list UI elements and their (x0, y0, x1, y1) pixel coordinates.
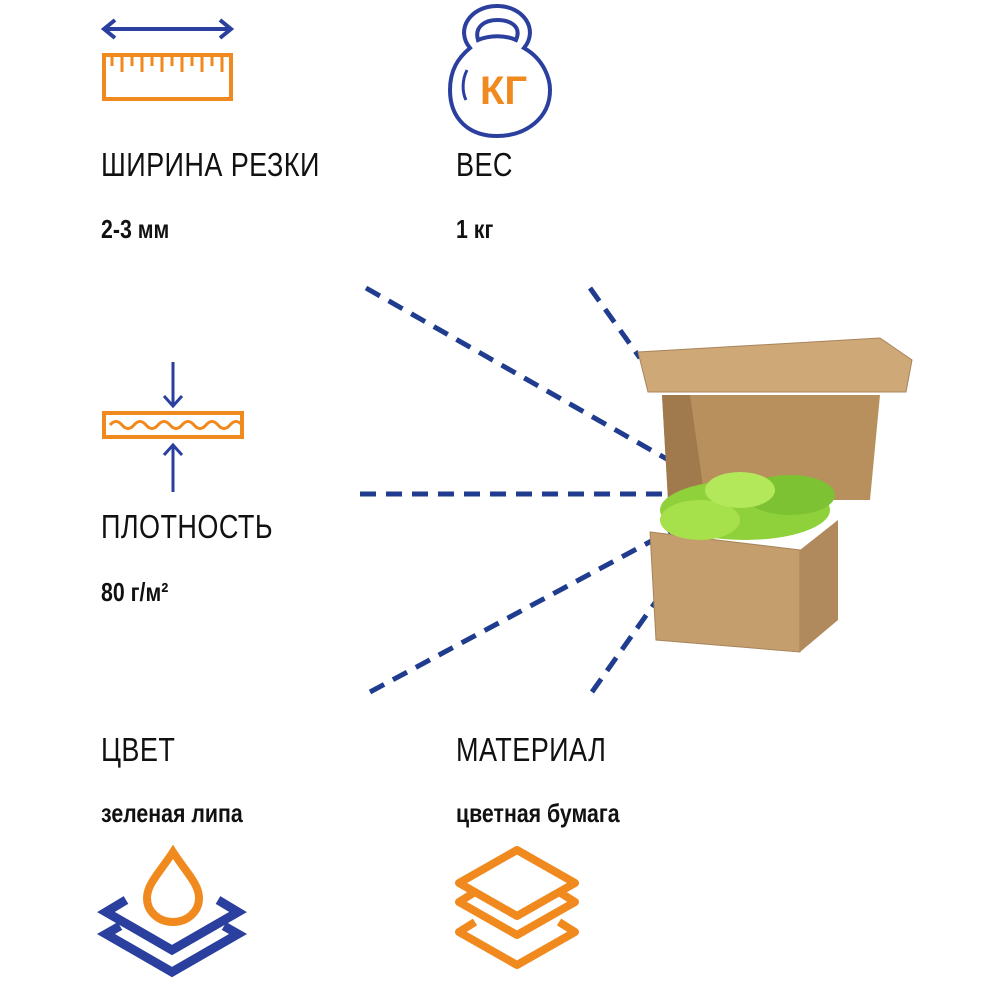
feature-title-color: ЦВЕТ (101, 731, 176, 768)
feature-title-material: МАТЕРИАЛ (456, 731, 607, 768)
density-icon (102, 362, 244, 492)
weight-icon: КГ (447, 3, 553, 139)
feature-title-density: ПЛОТНОСТЬ (101, 508, 274, 545)
feature-value-density: 80 г/м² (101, 577, 169, 607)
feature-value-cut-width: 2-3 мм (101, 214, 170, 244)
feature-title-weight: ВЕС (456, 146, 513, 183)
connector-lines (360, 285, 700, 695)
box-with-filler-image (637, 337, 913, 653)
feature-value-material: цветная бумага (456, 798, 620, 828)
color-drop-icon (96, 844, 248, 978)
weight-icon-label: КГ (480, 69, 527, 113)
feature-title-cut-width: ШИРИНА РЕЗКИ (101, 146, 320, 183)
feature-value-color: зеленая липа (101, 798, 243, 828)
ruler-icon (100, 18, 235, 101)
feature-value-weight: 1 кг (456, 214, 494, 244)
layers-icon (455, 846, 579, 969)
